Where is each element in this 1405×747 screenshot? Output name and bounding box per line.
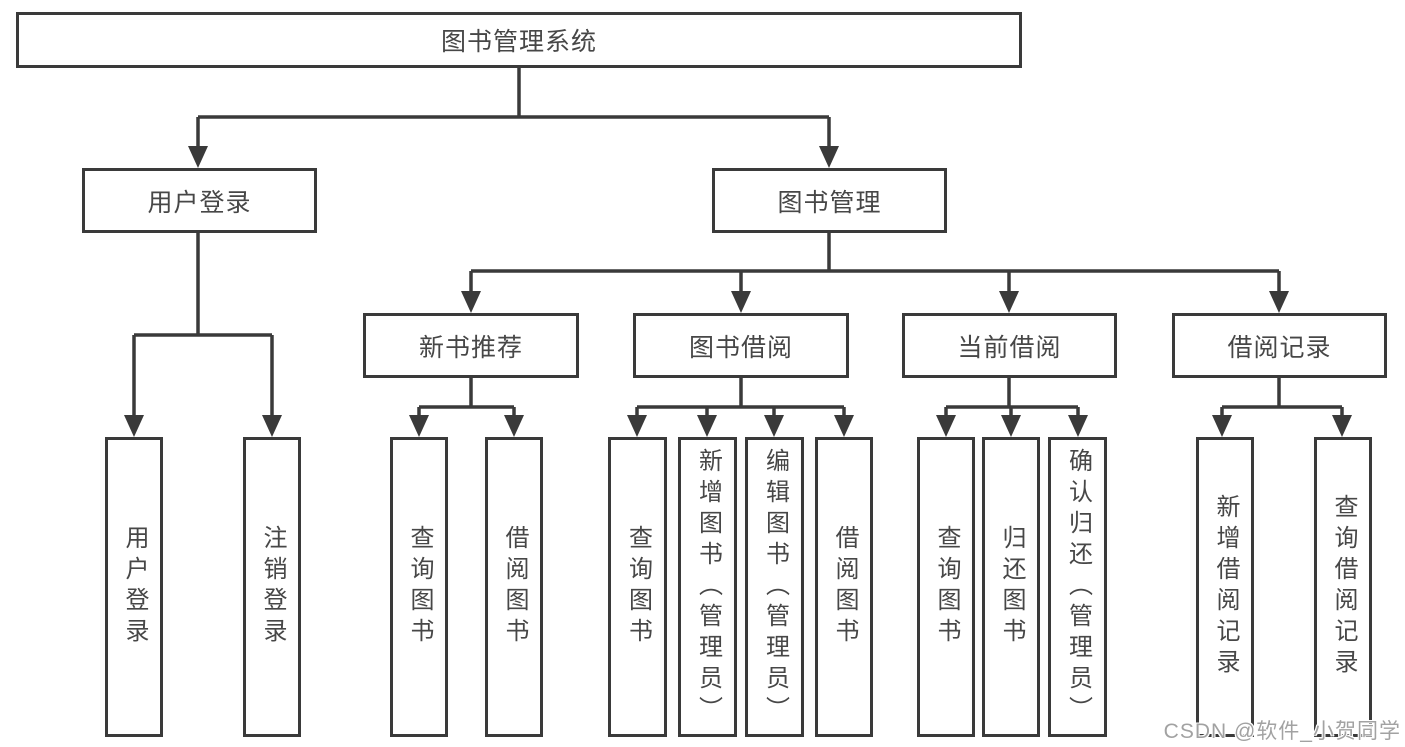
leaf-add-books-admin: 新增图书（管理员） <box>678 437 737 737</box>
node-book-management: 图书管理 <box>712 168 947 233</box>
node-label: 查询借阅记录 <box>1330 494 1357 680</box>
node-label: 用户登录 <box>121 525 148 649</box>
node-label: 编辑图书（管理员） <box>761 447 789 727</box>
node-label: 归还图书 <box>998 525 1025 649</box>
node-new-book-recommend: 新书推荐 <box>363 313 579 378</box>
node-book-management-system: 图书管理系统 <box>16 12 1022 68</box>
node-current-borrowing: 当前借阅 <box>902 313 1117 378</box>
node-borrowing-records: 借阅记录 <box>1172 313 1387 378</box>
leaf-recommend-borrow-books: 借阅图书 <box>485 437 543 737</box>
node-label: 当前借阅 <box>957 333 1062 362</box>
node-label: 图书管理系统 <box>440 28 597 56</box>
node-label: 注销登录 <box>259 525 286 649</box>
leaf-current-query-books: 查询图书 <box>917 437 975 737</box>
watermark: CSDN @软件_小贺同学 <box>1163 720 1401 743</box>
node-label: 借阅图书 <box>831 525 858 649</box>
leaf-confirm-return-admin: 确认归还（管理员） <box>1048 437 1107 737</box>
node-label: 图书借阅 <box>688 333 793 362</box>
leaf-recommend-query-books: 查询图书 <box>390 437 448 737</box>
leaf-edit-books-admin: 编辑图书（管理员） <box>745 437 804 737</box>
leaf-user-login: 用户登录 <box>105 437 163 737</box>
node-label: 图书管理 <box>777 188 882 217</box>
node-user-login: 用户登录 <box>82 168 317 233</box>
node-label: 借阅图书 <box>501 525 528 649</box>
node-label: 查询图书 <box>933 525 960 649</box>
node-label: 确认归还（管理员） <box>1064 447 1092 727</box>
leaf-return-books: 归还图书 <box>982 437 1040 737</box>
leaf-borrowing-query-books: 查询图书 <box>608 437 667 737</box>
leaf-add-borrow-record: 新增借阅记录 <box>1196 437 1254 737</box>
leaf-query-borrow-record: 查询借阅记录 <box>1314 437 1372 737</box>
node-label: 查询图书 <box>406 525 433 649</box>
node-book-borrowing: 图书借阅 <box>633 313 849 378</box>
leaf-logout: 注销登录 <box>243 437 301 737</box>
node-label: 用户登录 <box>147 188 252 217</box>
arrowheads <box>124 146 1352 437</box>
node-label: 新增图书（管理员） <box>694 447 722 727</box>
node-label: 新书推荐 <box>418 333 523 362</box>
node-label: 新增借阅记录 <box>1212 494 1239 680</box>
leaf-borrowing-borrow-books: 借阅图书 <box>815 437 873 737</box>
node-label: 查询图书 <box>624 525 652 649</box>
node-label: 借阅记录 <box>1227 333 1332 362</box>
